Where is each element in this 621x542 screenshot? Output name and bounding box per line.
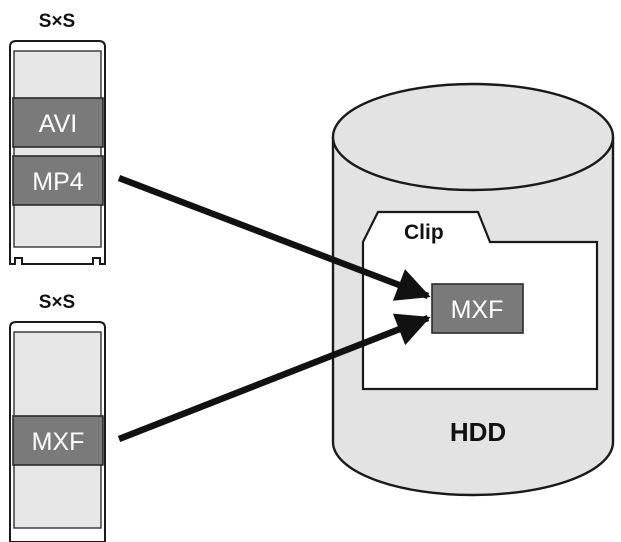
file-label-mxf-card: MXF [32, 428, 85, 456]
sxs-card-bottom: S×S MXF [9, 292, 106, 542]
file-slot-avi [12, 97, 104, 148]
hdd-label: HDD [450, 417, 506, 447]
sxs-logo-bottom: S×S [39, 292, 75, 313]
hdd-top-rim [331, 136, 615, 192]
transfer-arrow-bottom [117, 313, 431, 443]
sxs-logo-top: S×S [39, 11, 75, 32]
file-slot-mxf [12, 415, 104, 466]
file-slot-mp4 [12, 155, 104, 206]
file-label-mxf-hdd: MXF [451, 296, 504, 324]
file-label-avi: AVI [39, 110, 77, 138]
folder-label: Clip [404, 221, 444, 244]
transfer-arrow-top [117, 174, 431, 301]
memory-card-panel [13, 50, 102, 248]
file-slot-mxf-hdd [431, 283, 524, 334]
sxs-card-top: S×S AVI MP4 [9, 11, 106, 265]
file-label-mp4: MP4 [32, 168, 84, 196]
